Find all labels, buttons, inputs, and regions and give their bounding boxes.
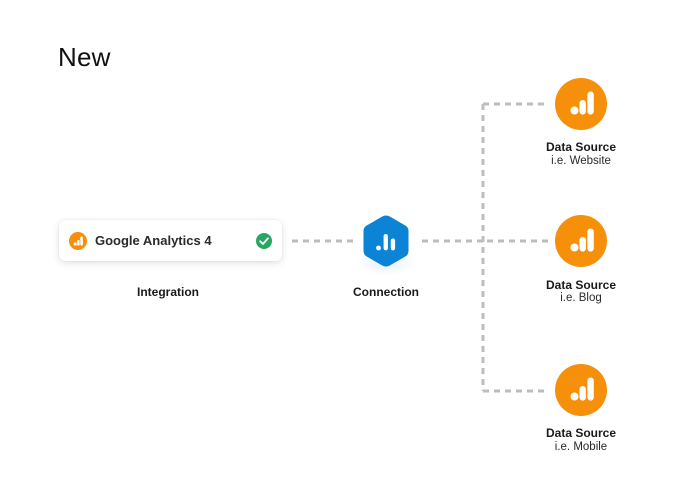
google-analytics-icon bbox=[69, 231, 87, 250]
data-source-title-mobile: Data Source bbox=[545, 426, 617, 440]
google-analytics-icon[interactable] bbox=[555, 78, 607, 130]
integration-caption: Integration bbox=[137, 285, 199, 299]
databox-hexagon-icon[interactable] bbox=[362, 214, 410, 268]
google-analytics-icon[interactable] bbox=[555, 215, 607, 267]
google-analytics-icon[interactable] bbox=[555, 364, 607, 416]
data-source-subtitle-mobile: i.e. Mobile bbox=[554, 441, 608, 453]
connection-caption: Connection bbox=[353, 285, 419, 299]
check-circle-icon bbox=[256, 232, 272, 249]
data-source-subtitle-website: i.e. Website bbox=[551, 155, 611, 167]
data-source-subtitle-blog: i.e. Blog bbox=[560, 292, 602, 304]
page-title: New bbox=[58, 42, 111, 72]
integration-card[interactable]: Google Analytics 4 bbox=[59, 220, 282, 261]
data-source-title-website: Data Source bbox=[545, 140, 617, 154]
integration-card-label: Google Analytics 4 bbox=[95, 233, 212, 248]
data-source-title-blog: Data Source bbox=[545, 278, 617, 292]
